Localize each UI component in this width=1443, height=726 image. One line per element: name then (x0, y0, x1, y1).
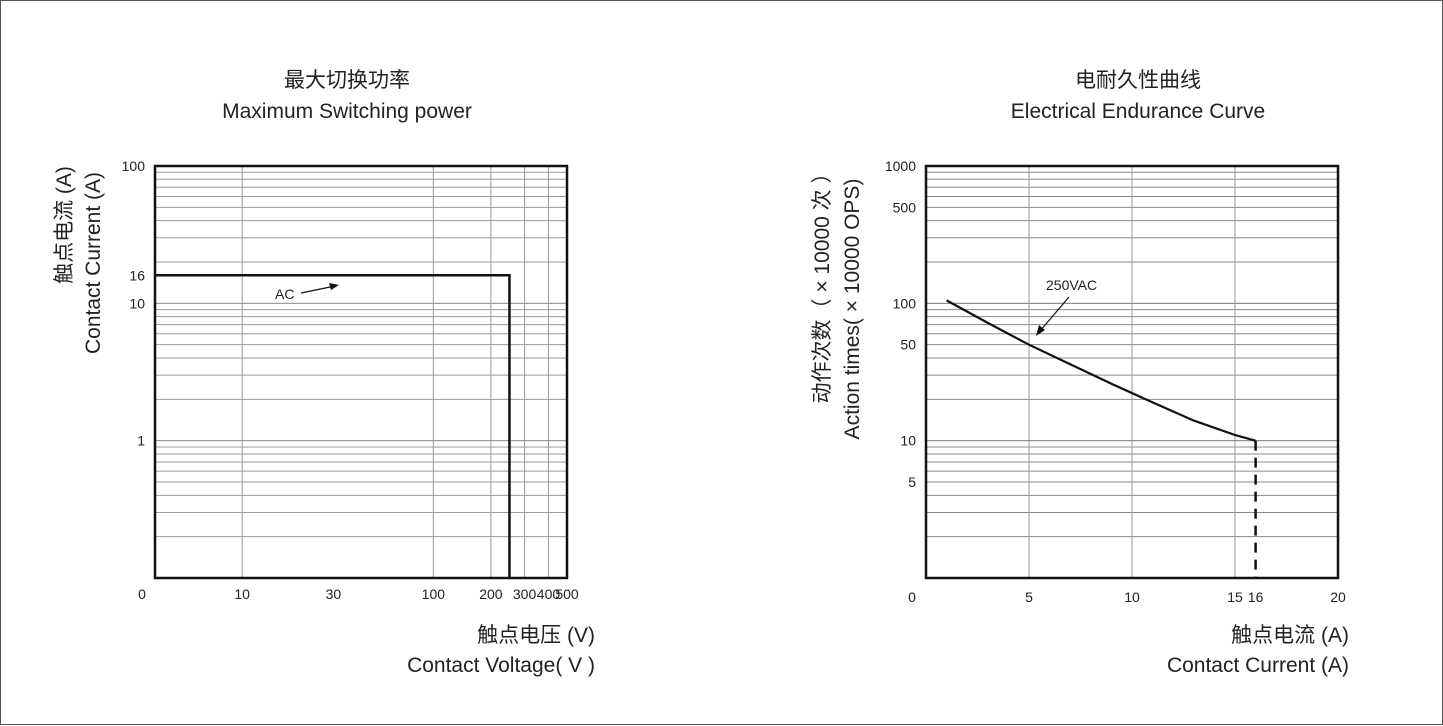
chart1-x-tick-label: 300 (513, 586, 537, 602)
chart2-series-250vac-line (946, 299, 1256, 442)
chart2-ylabel-en: Action times( × 10000 OPS) (841, 179, 864, 440)
chart2-annotation-arrowhead (1036, 325, 1045, 336)
chart2-x-tick-label: 10 (1124, 589, 1140, 605)
chart2-y-tick-label: 10 (900, 433, 916, 449)
chart1-x-tick-label: 500 (555, 586, 579, 602)
chart2-y-tick-label: 500 (893, 199, 917, 215)
chart2-plot-frame (924, 164, 1340, 580)
chart1-x-tick-label: 0 (138, 586, 146, 602)
chart1-y-tick-label: 16 (129, 267, 145, 283)
chart2-x-tick-label: 5 (1025, 589, 1033, 605)
chart2-tick-labels: 0 5 10 15 16 20 5 10 50 100 500 1000 (885, 158, 1346, 605)
chart1-xlabel: 触点电压 (V) (477, 624, 595, 647)
chart1-x-tick-label: 200 (479, 586, 503, 602)
chart1-annotation-label: AC (275, 286, 294, 302)
chart1-xlabel-en: Contact Voltage( V ) (407, 654, 595, 677)
chart-max-switching-power: 最大切换功率 Maximum Switching power 0 10 30 100 2… (53, 69, 595, 677)
chart1-series (155, 274, 511, 578)
chart2-y-tick-label: 100 (893, 295, 917, 311)
chart2-xlabel: 触点电流 (A) (1231, 624, 1349, 647)
chart2-y-tick-label: 1000 (885, 158, 916, 174)
chart2-annotation-label: 250VAC (1046, 277, 1097, 293)
chart1-y-tick-label: 1 (137, 433, 145, 449)
chart2-y-tick-label: 5 (908, 474, 916, 490)
chart1-x-tick-label: 10 (234, 586, 250, 602)
chart1-ylabel-en: Contact Current (A) (82, 172, 105, 354)
chart2-xlabel-en: Contact Current (A) (1167, 654, 1349, 677)
chart1-subtitle: Maximum Switching power (222, 100, 472, 123)
chart-electrical-endurance: 电耐久性曲线 Electrical Endurance Curve 0 5 10 15… (811, 69, 1349, 677)
chart2-x-tick-label: 15 (1227, 589, 1243, 605)
chart1-x-tick-label: 100 (422, 586, 446, 602)
chart2-annotation-arrow (1039, 296, 1070, 332)
chart2-ylabel: 动作次数（ × 10000 次 ） (811, 163, 834, 404)
chart2-x-tick-label: 0 (908, 589, 916, 605)
chart1-y-tick-label: 100 (122, 158, 146, 174)
chart1-title: 最大切换功率 (284, 69, 410, 92)
chart2-x-tick-label: 16 (1248, 589, 1264, 605)
chart2-x-tick-label: 20 (1330, 589, 1346, 605)
chart2-title: 电耐久性曲线 (1075, 69, 1201, 92)
chart1-x-tick-label: 30 (326, 586, 342, 602)
chart1-annotation-arrow (300, 285, 336, 294)
chart1-grid (155, 166, 567, 578)
chart1-ylabel: 触点电流 (A) (53, 166, 76, 284)
chart2-subtitle: Electrical Endurance Curve (1011, 100, 1265, 123)
chart2-annotation: 250VAC (1036, 277, 1097, 336)
chart2-series (946, 299, 1257, 578)
chart2-y-tick-label: 50 (900, 337, 916, 353)
chart1-annotation: AC (275, 283, 339, 302)
chart1-y-tick-label: 10 (129, 295, 145, 311)
chart2-grid (926, 166, 1338, 578)
chart1-annotation-arrowhead (329, 283, 339, 290)
chart1-series-ac-line (155, 274, 511, 578)
chart1-x-tick-label: 400 (537, 586, 561, 602)
chart1-plot-frame (153, 164, 569, 580)
